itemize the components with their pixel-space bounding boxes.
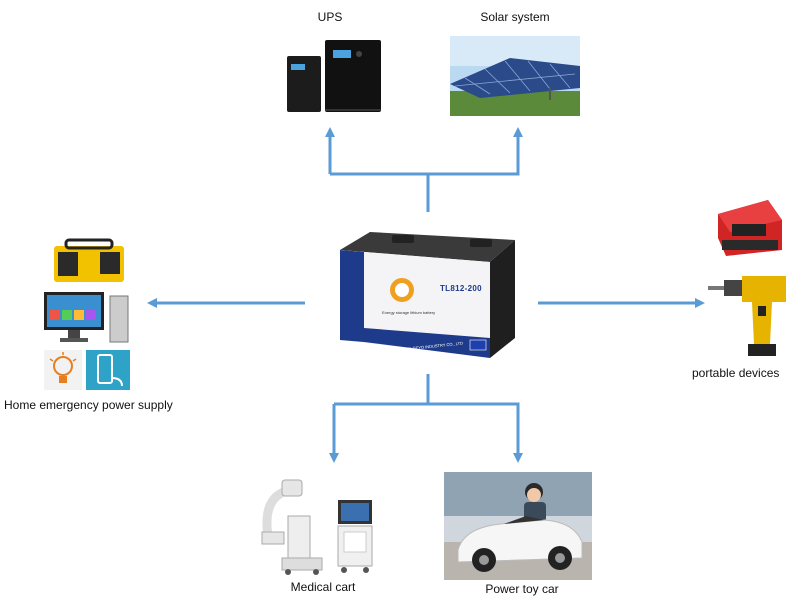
child-icon bbox=[524, 483, 546, 522]
portable-label: portable devices bbox=[692, 366, 780, 380]
battery-icon bbox=[340, 232, 515, 358]
drill-icon bbox=[708, 276, 786, 356]
ups-tower-icon bbox=[287, 40, 381, 112]
arrow-to-toycar bbox=[428, 402, 523, 463]
solar-panel-icon bbox=[450, 36, 580, 116]
arrow-trunk-top bbox=[330, 172, 430, 212]
battery: TL812-200 Energy storage lithium battery… bbox=[330, 228, 520, 360]
medical-label: Medical cart bbox=[290, 580, 356, 594]
arrow-trunk-bottom bbox=[334, 374, 430, 406]
bulb-icon bbox=[44, 350, 82, 390]
home-label: Home emergency power supply bbox=[4, 398, 173, 412]
computer-icon bbox=[44, 292, 129, 343]
medical-monitor-icon bbox=[337, 500, 373, 573]
tool-battery-icon bbox=[718, 200, 782, 256]
x-ray-machine-icon bbox=[261, 479, 323, 575]
arrow-to-solar bbox=[428, 127, 523, 176]
battery-subtitle: Energy storage lithium battery bbox=[382, 310, 436, 315]
power-station-icon bbox=[54, 238, 124, 282]
solar-label: Solar system bbox=[480, 10, 550, 24]
toycar-label: Power toy car bbox=[485, 582, 559, 596]
phone-charging-icon bbox=[86, 350, 130, 390]
toy-car-icon bbox=[444, 472, 592, 580]
ups-label: UPS bbox=[317, 10, 343, 24]
battery-model: TL812-200 bbox=[440, 284, 482, 293]
